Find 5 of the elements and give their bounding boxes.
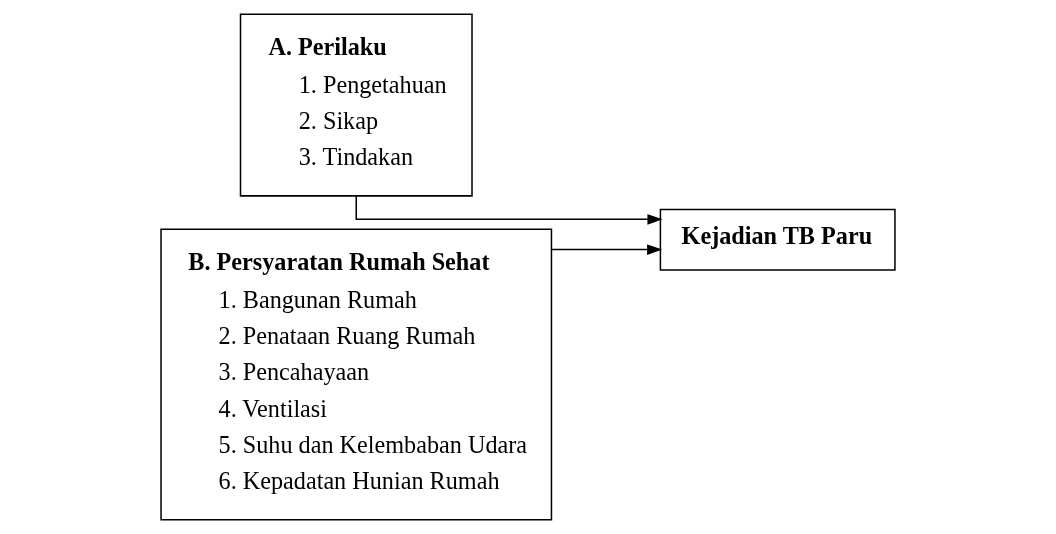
arrow [355,195,663,225]
node-box: Kejadian TB Paru [659,208,896,271]
node-box: B. Persyaratan Rumah Sehat 1. Bangunan Rumah 2. Penataan Ruang Rumah 3. Pencahayaan 4. Ventilasi 5. Suhu dan Kelembaban Udara 6. Kepadatan Hunian Rumah [160,228,553,521]
node-box: A. Perilaku 1. Pengetahuan 2. Sikap 3. Tindakan [239,13,473,197]
arrow [550,244,663,255]
